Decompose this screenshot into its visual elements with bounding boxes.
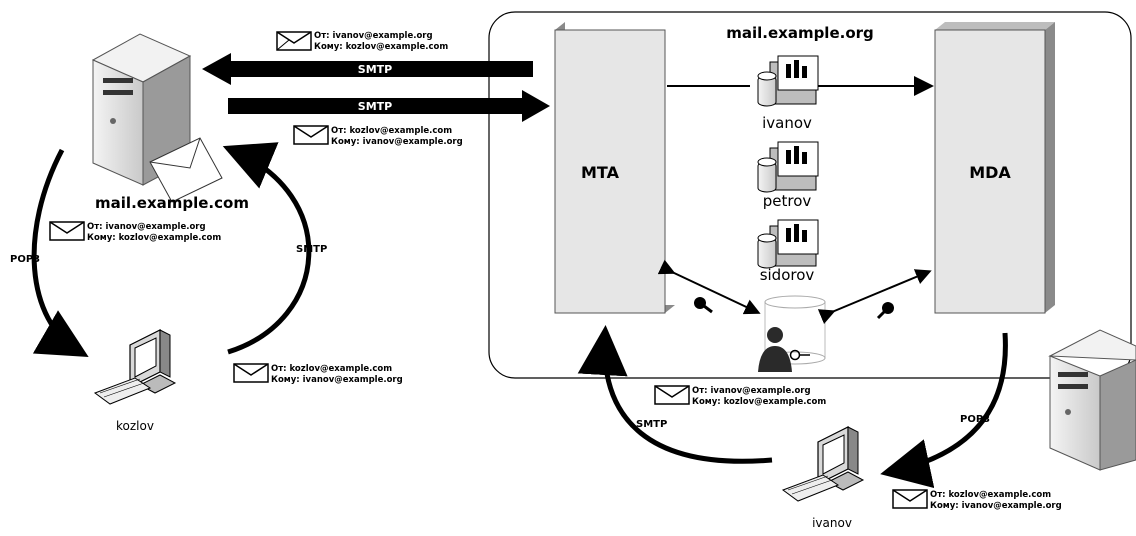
smtp-arrow-to-left-server: SMTP xyxy=(202,53,533,85)
envelope-label: От: ivanov@example.org Кому: kozlov@exam… xyxy=(49,221,221,243)
client-label-right: ivanov xyxy=(812,516,852,530)
mta-label: MTA xyxy=(581,163,620,182)
mda-label: MDA xyxy=(969,163,1011,182)
protocol-label: SMTP xyxy=(358,63,392,76)
envelope-to: Кому: ivanov@example.org xyxy=(331,137,463,147)
envelope-from: От: ivanov@example.org xyxy=(87,222,206,232)
pop3-arc-right xyxy=(880,332,1008,489)
mda-block: MDA xyxy=(934,22,1055,314)
mailbox-petrov: petrov xyxy=(757,141,819,210)
envelope-to: Кому: kozlov@example.com xyxy=(87,233,221,243)
mailbox-label: petrov xyxy=(763,192,812,210)
mailbox-label: ivanov xyxy=(762,114,812,132)
mta-db-arrow xyxy=(657,259,761,315)
mailbox-sidorov: sidorov xyxy=(757,219,819,284)
left-server-icon xyxy=(91,33,223,203)
client-computer-kozlov xyxy=(93,329,177,405)
envelope-from: От: ivanov@example.org xyxy=(692,386,811,396)
envelope-to: Кому: ivanov@example.org xyxy=(930,501,1062,511)
envelope-from: От: kozlov@example.com xyxy=(271,364,392,374)
right-server-name: mail.example.org xyxy=(726,24,874,42)
mda-db-arrow xyxy=(817,269,932,324)
key-icon xyxy=(694,297,713,314)
envelope-to: Кому: kozlov@example.com xyxy=(314,42,448,52)
mailbox-label: sidorov xyxy=(760,266,815,284)
envelope-label: От: kozlov@example.com Кому: ivanov@exam… xyxy=(233,363,403,385)
envelope-from: От: kozlov@example.com xyxy=(930,490,1051,500)
left-server-name: mail.example.com xyxy=(95,194,249,212)
smtp-arc-right xyxy=(577,325,773,464)
envelope-from: От: kozlov@example.com xyxy=(331,126,452,136)
auth-database-icon xyxy=(758,295,826,372)
client-computer-ivanov xyxy=(781,426,865,502)
right-server-icon xyxy=(1048,329,1136,471)
protocol-label: SMTP xyxy=(358,100,392,113)
envelope-label: От: ivanov@example.org Кому: kozlov@exam… xyxy=(654,385,826,407)
mailbox-ivanov: ivanov xyxy=(757,55,819,132)
envelope-label: От: kozlov@example.com Кому: ivanov@exam… xyxy=(293,125,463,147)
smtp-arrow-to-mta: SMTP xyxy=(228,90,550,122)
envelope-label: От: ivanov@example.org Кому: kozlov@exam… xyxy=(276,31,448,52)
envelope-to: Кому: ivanov@example.org xyxy=(271,375,403,385)
pop3-arc-left xyxy=(31,148,89,358)
envelope-from: От: ivanov@example.org xyxy=(314,31,433,41)
key-icon xyxy=(876,302,894,320)
mta-block: MTA xyxy=(554,22,675,314)
protocol-label: SMTP xyxy=(296,244,327,255)
client-label-left: kozlov xyxy=(116,419,154,433)
envelope-to: Кому: kozlov@example.com xyxy=(692,397,826,407)
protocol-label: POP3 xyxy=(10,254,40,265)
smtp-arc-left xyxy=(222,142,312,355)
protocol-label: POP3 xyxy=(960,414,990,425)
protocol-label: SMTP xyxy=(636,419,667,430)
envelope-label: От: kozlov@example.com Кому: ivanov@exam… xyxy=(892,489,1062,511)
